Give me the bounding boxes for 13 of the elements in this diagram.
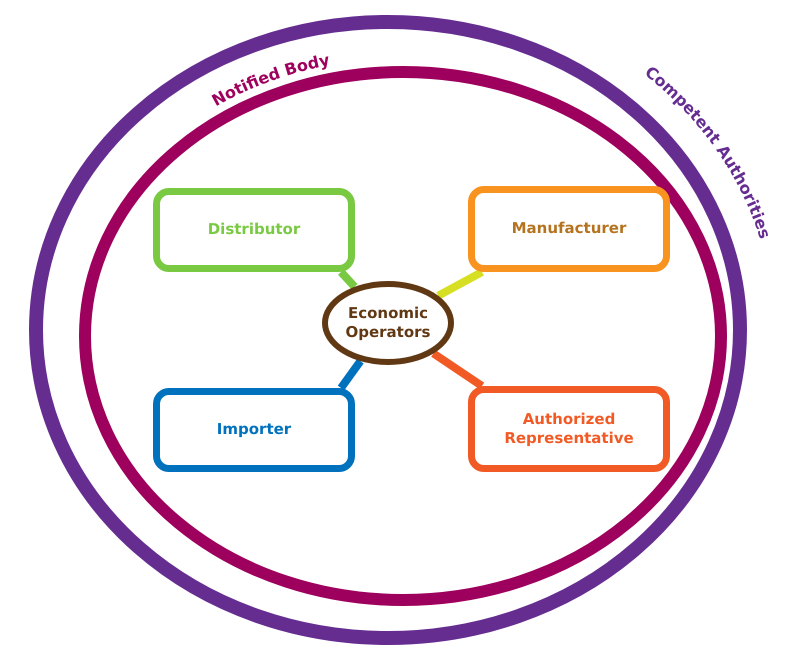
role-label: Importer [216, 420, 292, 440]
connector-line [431, 350, 484, 390]
connector-line [436, 268, 484, 300]
role-label: Manufacturer [512, 219, 626, 239]
role-box [153, 388, 355, 472]
connector-line [338, 358, 364, 390]
role-box [468, 186, 670, 272]
role-label: Authorized Representative [503, 410, 635, 448]
role-box [468, 386, 670, 472]
connector-line [338, 269, 358, 290]
role-label: Distributor [208, 220, 300, 240]
role-box [153, 188, 355, 272]
center-label: Economic Operators [344, 304, 432, 342]
